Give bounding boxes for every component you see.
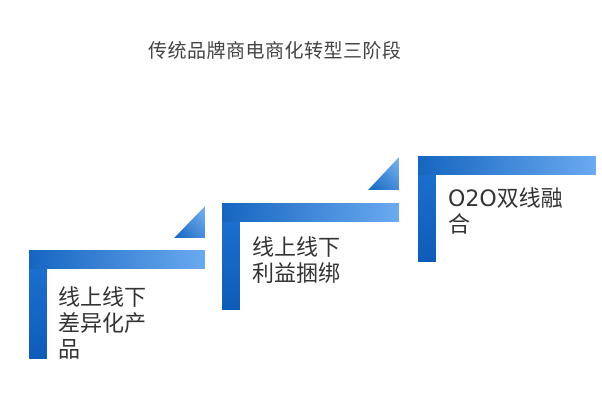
- step-3-horizontal-bar: [418, 156, 596, 175]
- step-1-corner-triangle: [174, 206, 205, 238]
- stage-2-label: 线上线下 利益捆绑: [252, 236, 340, 288]
- stage-1-label: 线上线下 差异化产 品: [58, 286, 146, 364]
- step-3-shape: [418, 156, 596, 262]
- step-1-horizontal-bar: [29, 250, 205, 269]
- stage-3-line-2: 合: [448, 213, 471, 238]
- stage-1-line-2: 差异化产: [58, 312, 147, 337]
- step-2-corner-triangle: [368, 157, 399, 190]
- step-2-vertical-bar: [222, 203, 240, 310]
- stage-2-line-2: 利益捆绑: [252, 262, 341, 287]
- stage-2-line-1: 线上线下: [252, 236, 341, 261]
- step-1-shape: [29, 206, 205, 359]
- stage-3-line-1: O2O双线融: [448, 187, 563, 212]
- step-2-horizontal-bar: [222, 203, 399, 222]
- step-1-vertical-bar: [29, 250, 47, 359]
- stage-1-line-3: 品: [58, 338, 81, 363]
- stage-3-label: O2O双线融 合: [448, 187, 563, 239]
- step-2-shape: [222, 157, 399, 310]
- diagram-title: 传统品牌商电商化转型三阶段: [148, 40, 402, 62]
- stage-1-line-1: 线上线下: [58, 286, 147, 311]
- step-3-vertical-bar: [418, 156, 436, 262]
